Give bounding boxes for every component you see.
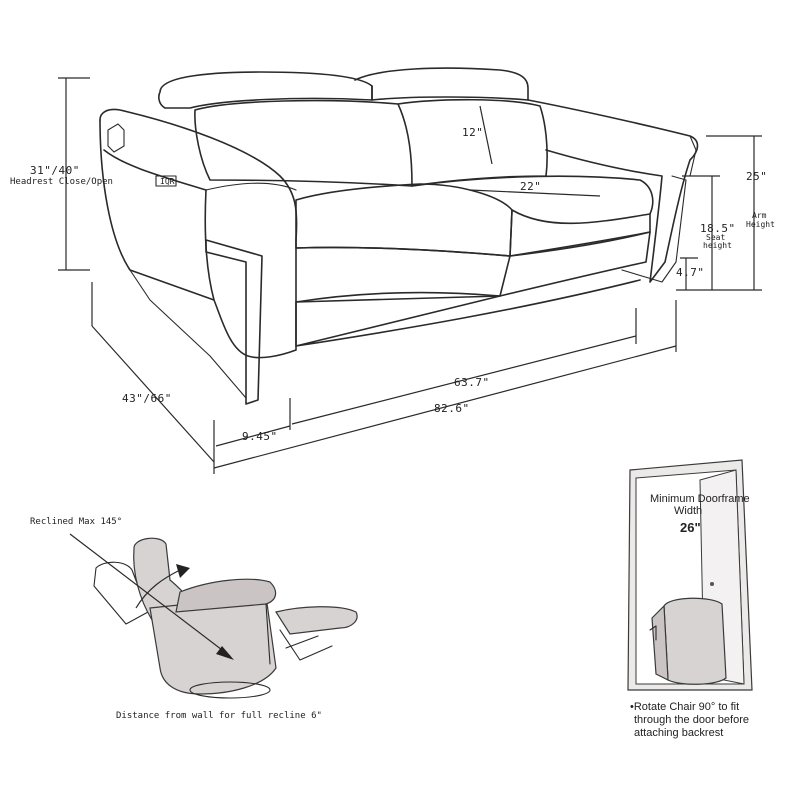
dim-arm-caption-2: Height bbox=[746, 220, 775, 229]
arm-badge bbox=[155, 175, 177, 187]
left-seat-cushion bbox=[295, 183, 513, 257]
seat-base bbox=[295, 279, 641, 347]
doorframe-note-2: through the door before bbox=[634, 714, 749, 726]
left-headrest bbox=[158, 71, 373, 109]
left-arm-frame bbox=[205, 239, 263, 405]
doorframe-note-3: attaching backrest bbox=[634, 727, 723, 739]
arm-control-panel bbox=[107, 123, 125, 153]
doorframe-title-1: Minimum Doorframe bbox=[650, 493, 750, 505]
doorframe-note-1: •Rotate Chair 90° to fit bbox=[630, 701, 739, 713]
recliner-arm bbox=[175, 578, 277, 613]
dim-seat-caption-2: height bbox=[703, 241, 732, 250]
recliner-swivel-base bbox=[189, 681, 271, 699]
right-seat-cushion bbox=[411, 175, 654, 225]
dim-headrest-caption: Headrest Close/Open bbox=[10, 177, 113, 187]
dim-arm-width: 9.45" bbox=[242, 430, 278, 443]
dim-arm-caption-1: Arm bbox=[752, 211, 767, 220]
dim-headrest-height: 31"/40" bbox=[30, 164, 80, 177]
dim-seat-width: 22" bbox=[520, 180, 541, 193]
right-seat-front bbox=[499, 231, 651, 297]
dim-inner-width: 63.7" bbox=[454, 376, 490, 389]
right-arm-frame bbox=[621, 175, 687, 283]
recliner-footrest bbox=[275, 606, 358, 635]
dim-headrest-depth: 12" bbox=[462, 126, 483, 139]
dim-total-width: 82.6" bbox=[434, 402, 470, 415]
left-seat-front bbox=[295, 246, 511, 303]
doorframe-width: 26" bbox=[680, 520, 701, 535]
right-arm bbox=[527, 99, 699, 283]
recline-wall-caption: Distance from wall for full recline 6" bbox=[116, 711, 322, 721]
dim-arm-height: 25" bbox=[746, 170, 767, 183]
dim-leg-height: 4.7" bbox=[676, 266, 705, 279]
recline-angle-caption: Reclined Max 145° bbox=[30, 517, 122, 527]
left-back-cushion bbox=[194, 99, 413, 187]
dim-depth: 43"/66" bbox=[122, 392, 172, 405]
dim-seat-height: 18.5" bbox=[700, 222, 736, 235]
right-headrest bbox=[354, 67, 529, 101]
right-back-cushion bbox=[397, 98, 548, 187]
recline-arrow-icon bbox=[176, 564, 190, 578]
arm-badge-label: IQR bbox=[160, 177, 175, 186]
doorframe-title-2: Width bbox=[674, 505, 702, 517]
doorframe-drawing: Minimum Doorframe Width 26" •Rotate Chai… bbox=[627, 459, 753, 739]
dim-seat-caption-1: Seat bbox=[706, 233, 725, 242]
recliner-body bbox=[149, 595, 277, 695]
recliner-drawing: Reclined Max 145° Distance from wall for… bbox=[30, 517, 358, 721]
chair-in-doorway bbox=[663, 597, 727, 685]
sofa-dimensions: 31"/40" Headrest Close/Open 12" 22" 25" … bbox=[10, 77, 775, 474]
sofa-drawing: IQR bbox=[99, 67, 699, 405]
